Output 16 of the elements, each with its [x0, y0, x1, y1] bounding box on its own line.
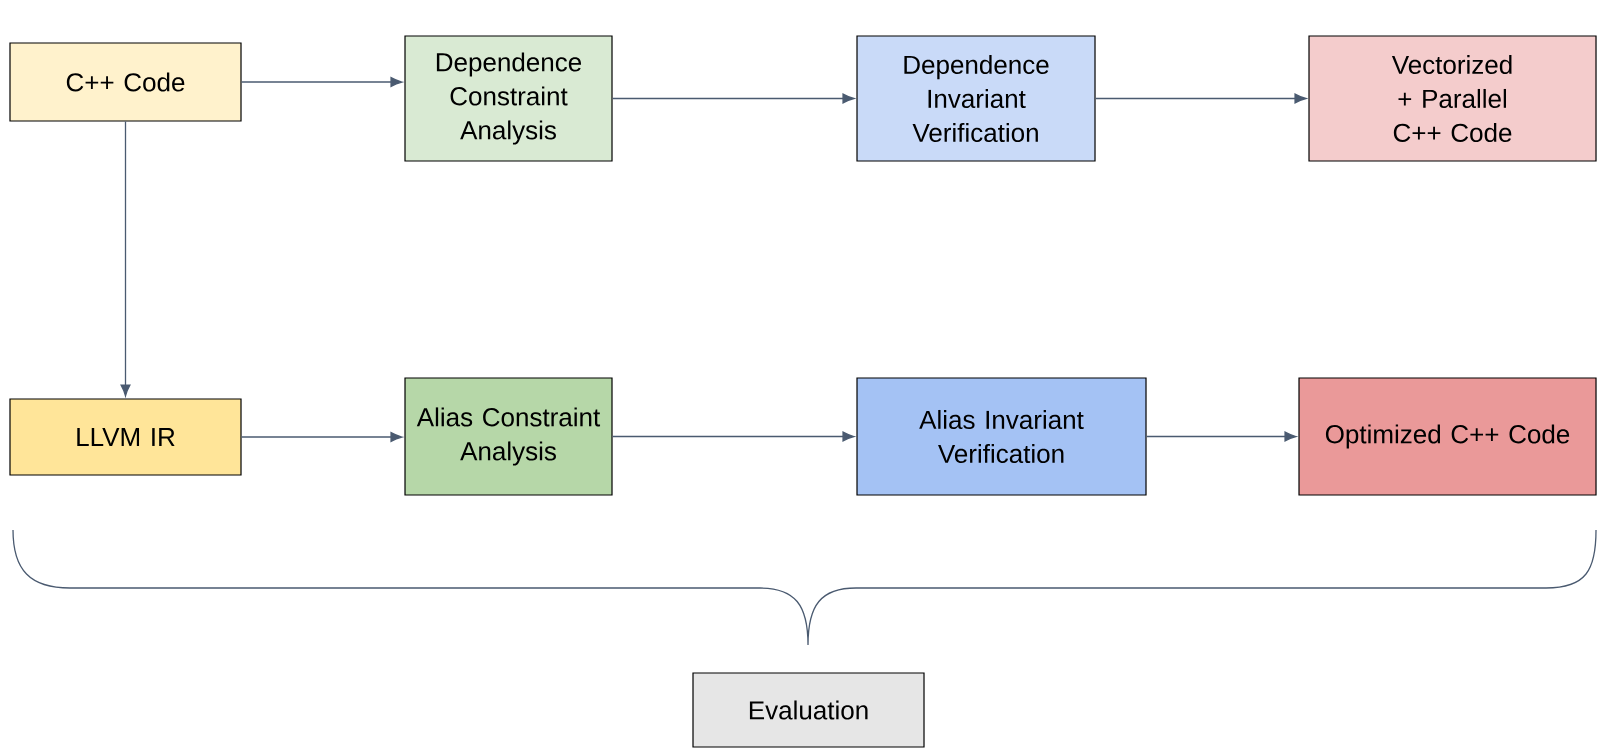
arrow — [240, 432, 403, 442]
arrow — [611, 431, 855, 442]
process-box: Alias Invariant Verification — [856, 377, 1147, 496]
process-box: Vectorized + Parallel C++ Code — [1308, 35, 1597, 162]
process-box: LLVM IR — [9, 398, 242, 476]
process-box: C++ Code — [9, 42, 242, 122]
process-box: Alias Constraint Analysis — [404, 377, 613, 496]
process-box: Dependence Invariant Verification — [856, 35, 1096, 162]
arrow — [611, 93, 855, 104]
arrow — [1145, 431, 1297, 442]
process-box: Evaluation — [692, 672, 925, 748]
arrow — [120, 120, 131, 397]
arrow — [1094, 93, 1307, 104]
process-box: Dependence Constraint Analysis — [404, 35, 613, 162]
arrow — [240, 77, 403, 87]
process-box: Optimized C++ Code — [1298, 377, 1597, 496]
